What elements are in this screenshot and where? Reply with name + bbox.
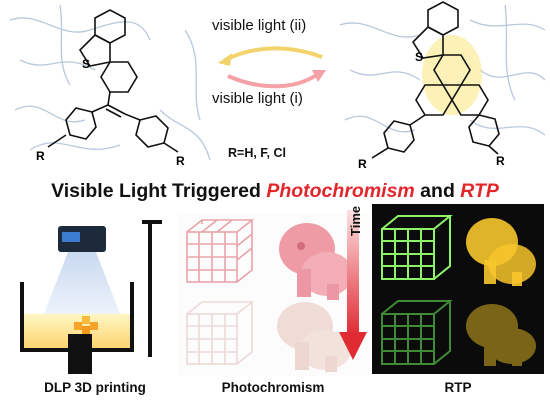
arrow-forward xyxy=(227,72,320,89)
caption-dlp-printing: DLP 3D printing xyxy=(44,380,146,395)
r-group-right-1: R xyxy=(358,157,367,171)
arrow-forward-head xyxy=(312,70,326,82)
sulfur-atom-left: S xyxy=(82,57,90,71)
time-arrow xyxy=(339,210,367,360)
caption-photochromism: Photochromism xyxy=(221,380,325,395)
printed-object-icon xyxy=(74,316,98,334)
dlp-printer-illustration xyxy=(20,220,162,374)
arrow-label-top: visible light (ii) xyxy=(212,17,307,34)
title-photochromism: Photochromism xyxy=(266,180,415,202)
light-beam xyxy=(44,252,120,314)
title-prefix: Visible Light Triggered xyxy=(51,180,267,202)
rtp-cube-dim xyxy=(381,300,453,365)
lattice-cube-faded xyxy=(186,301,255,365)
caption-rtp: RTP xyxy=(444,380,472,395)
molecule-open-form xyxy=(47,9,179,153)
arrow-label-bottom: visible light (i) xyxy=(212,90,303,107)
rtp-panel xyxy=(372,204,544,374)
title-rtp: RTP xyxy=(460,180,499,202)
rtp-cube-bright xyxy=(381,215,453,280)
r-group-left-2: R xyxy=(176,154,185,168)
arrow-reverse xyxy=(224,46,323,62)
lattice-cube-colored xyxy=(186,219,255,283)
closed-ring-glow xyxy=(422,35,482,115)
substituent-note: R=H, F, Cl xyxy=(228,146,286,160)
printer-base xyxy=(68,334,92,374)
photochromism-panel xyxy=(177,214,369,376)
lion-sculpture-colored xyxy=(279,223,353,300)
sulfur-atom-right: S xyxy=(415,50,423,64)
projector-lens xyxy=(62,232,80,242)
rtp-lion-bright xyxy=(466,218,536,286)
reaction-scheme: S R R S R R xyxy=(9,1,546,171)
title-middle: and xyxy=(414,180,461,202)
lion-sculpture-faded xyxy=(277,302,351,372)
r-group-right-2: R xyxy=(496,154,505,168)
polymer-network-right xyxy=(339,4,546,136)
molecule-closed-form xyxy=(371,1,500,159)
arrow-reverse-head xyxy=(218,53,232,66)
rtp-lion-dim xyxy=(466,304,536,366)
time-label: Time xyxy=(348,205,363,236)
r-group-left-1: R xyxy=(36,149,45,163)
figure-title: Visible Light Triggered Photochromism an… xyxy=(0,180,550,203)
polymer-network-left xyxy=(9,4,211,161)
